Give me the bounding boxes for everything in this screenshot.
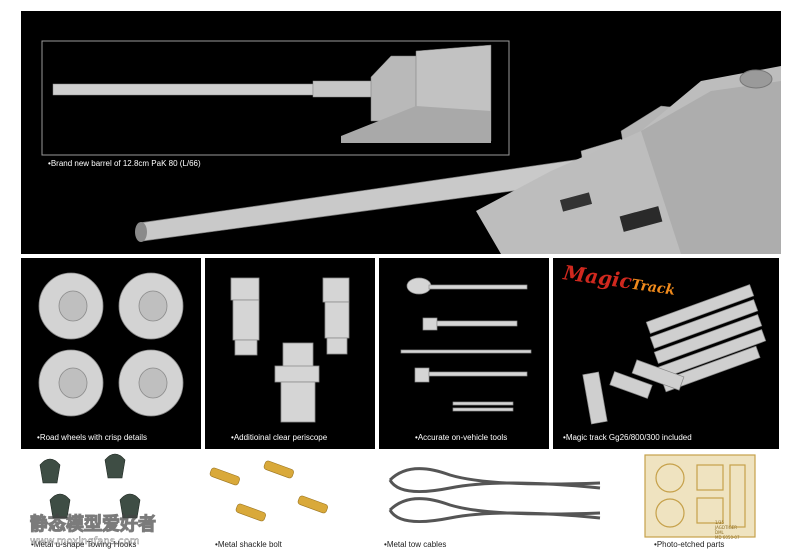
fret-text-4: MD 6050-07 [715,535,740,540]
bottom-caption-pe: Photo-etched parts [654,540,725,549]
bottom-caption-bolt: Metal shackle bolt [215,540,282,549]
panel-tools: Accurate on-vehicle tools [379,258,549,449]
bottom-caption-cables: Metal tow cables [384,540,447,549]
watermark-line1: 静态模型爱好者 [30,514,157,536]
bottom-caption-hooks: Metal u-shape Towing Hooks [31,540,137,549]
panel-caption: Additioinal clear periscope [231,433,327,442]
hero-caption: Brand new barrel of 12.8cm PaK 80 (L/66) [48,159,201,168]
fret-text-1: 1/35 [715,520,724,525]
panel-periscope: Additioinal clear periscope [205,258,375,449]
fret-text-2: JAGDTIGER [715,525,737,530]
panel-road-wheels: Road wheels with crisp details [21,258,201,449]
panel-caption: Accurate on-vehicle tools [415,433,507,442]
periscope-render [230,277,350,423]
hero-panel: Brand new barrel of 12.8cm PaK 80 (L/66) [21,11,781,254]
fret-text-3: DML [715,530,724,535]
watermark: 静态模型爱好者 www.moxingfans.com [30,510,157,548]
hero-gun-render [41,40,781,254]
tools-render [400,277,532,412]
watermark-line2: www.moxingfans.com [30,536,140,547]
fret-label: 1/35 JAGDTIGER DML MD 6050-07 [715,520,740,540]
panel-caption: Magic track Gg26/800/300 included [563,433,692,442]
road-wheels-render [38,272,184,417]
panel-magic-track: MagicTrack Magic track Gg26/800/300 incl… [553,258,779,449]
tracks-render [582,284,767,425]
panel-caption: Road wheels with crisp details [37,433,147,442]
